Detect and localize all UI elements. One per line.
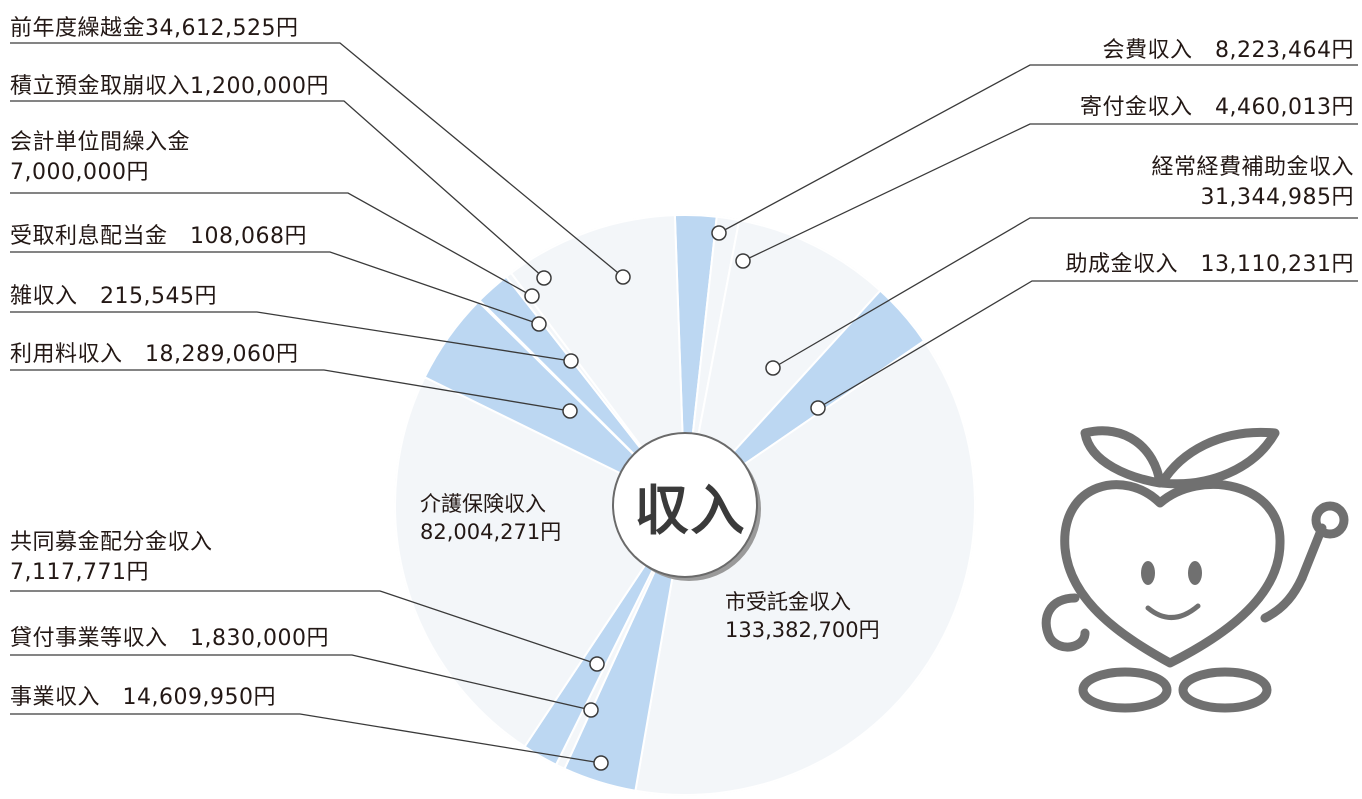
leader-line-5: [10, 369, 571, 412]
label-kyodo-bokin: 共同募金配分金収入 7,117,771円: [10, 530, 213, 585]
leader-marker-1: [536, 270, 552, 286]
label-kashitsuke-jigyo: 貸付事業等収入 1,830,000円: [10, 626, 329, 651]
label-shi-jutaku: 市受託金収入 133,382,700円: [725, 590, 880, 642]
label-zatsu-shunyu: 雑収入 215,545円: [10, 284, 217, 309]
leader-line-0: [10, 42, 624, 278]
leader-marker-8: [583, 702, 599, 718]
leader-line-8: [10, 654, 592, 711]
pie-slice-10: [634, 339, 976, 796]
apple-mascot-icon: [1041, 426, 1349, 713]
leader-marker-0: [615, 269, 631, 285]
label-kaikei-tani-kurinyu: 会計単位間繰入金 7,000,000円: [10, 130, 191, 185]
leader-line-9: [10, 713, 602, 764]
pie-slice-0: [509, 214, 687, 509]
label-keijo-keihi-hojokin: 経常経費補助金収入 31,344,985円: [1151, 155, 1354, 210]
label-tsumitate-torikuzushi: 積立預金取崩収入1,200,000円: [10, 74, 329, 99]
leader-marker-5: [562, 403, 578, 419]
leader-line-11: [718, 64, 1358, 234]
leader-marker-14: [810, 400, 826, 416]
leader-line-3: [10, 251, 540, 325]
label-jigyo-shunyu: 事業収入 14,609,950円: [10, 685, 276, 710]
leader-line-1: [10, 100, 545, 279]
leader-line-7: [10, 590, 598, 665]
leader-line-12: [742, 123, 1358, 262]
label-riyoryo-shunyu: 利用料収入 18,289,060円: [10, 342, 299, 367]
leader-marker-11: [711, 225, 727, 241]
leader-line-14: [817, 280, 1358, 409]
leader-marker-2: [524, 288, 540, 304]
leader-marker-13: [765, 360, 781, 376]
label-kifukin-shunyu: 寄付金収入 4,460,013円: [1080, 95, 1354, 120]
leader-marker-4: [563, 353, 579, 369]
center-disc: [612, 432, 758, 578]
leader-marker-3: [531, 316, 547, 332]
label-uketori-rishi: 受取利息配当金 108,068円: [10, 224, 307, 249]
leader-line-2: [10, 192, 533, 297]
label-zennendo-kurikoshi: 前年度繰越金34,612,525円: [10, 16, 299, 41]
leader-marker-12: [735, 253, 751, 269]
pie-slices: [394, 214, 976, 796]
leader-marker-7: [589, 656, 605, 672]
label-josei-kin: 助成金収入 13,110,231円: [1065, 252, 1354, 277]
leader-marker-9: [593, 755, 609, 771]
label-kaigo-hoken: 介護保険収入 82,004,271円: [420, 492, 562, 544]
label-kaihi-shunyu: 会費収入 8,223,464円: [1102, 38, 1354, 63]
leader-line-4: [10, 311, 572, 362]
leader-line-13: [772, 217, 1358, 369]
